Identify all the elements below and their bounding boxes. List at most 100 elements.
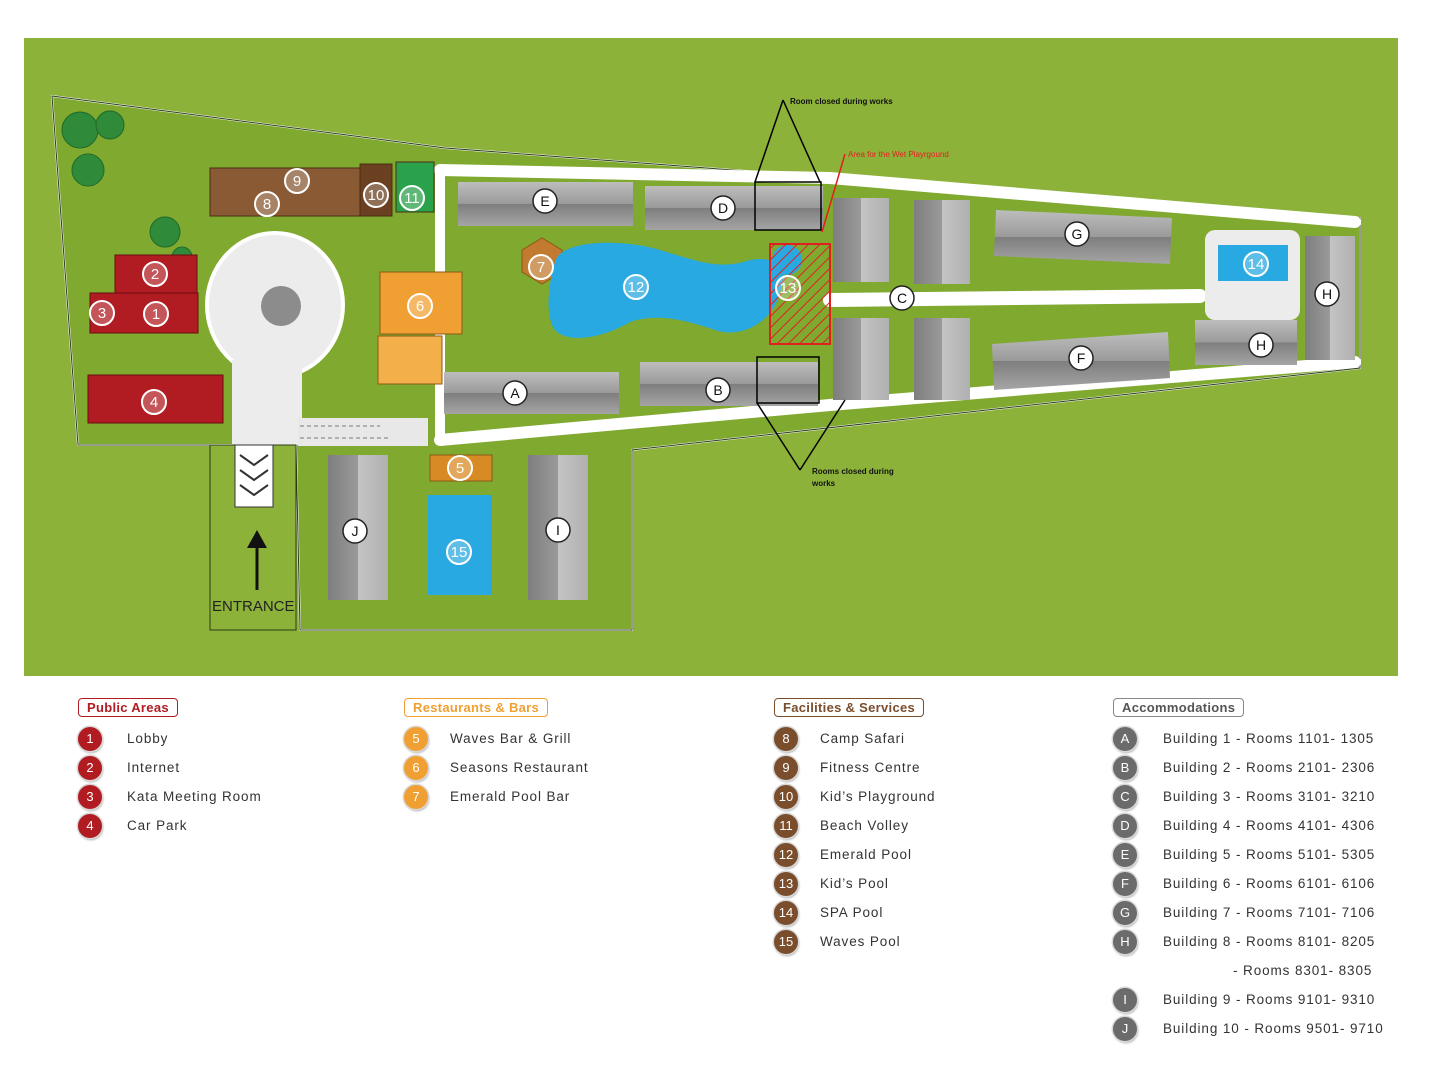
legend-badge: F bbox=[1113, 872, 1137, 896]
legend-label: Camp Safari bbox=[820, 731, 905, 746]
legend-label: Internet bbox=[127, 760, 180, 775]
building-marker-label: D bbox=[718, 200, 728, 216]
facility-marker bbox=[528, 254, 554, 280]
facility-marker-label: 11 bbox=[404, 190, 420, 207]
emerald-pool bbox=[548, 242, 784, 338]
closed-rooms bbox=[754, 99, 846, 471]
facility-marker bbox=[143, 301, 169, 327]
fountain bbox=[261, 286, 301, 326]
legend-badge: 12 bbox=[774, 843, 798, 867]
building-marker-label: C bbox=[897, 290, 907, 306]
facility-marker bbox=[254, 191, 280, 217]
building-marker bbox=[342, 518, 368, 544]
building-marker bbox=[889, 285, 915, 311]
building-marker bbox=[1068, 345, 1094, 371]
building-marker-label: I bbox=[556, 522, 560, 538]
facility-marker-label: 14 bbox=[1248, 256, 1265, 273]
facility-marker-label: 9 bbox=[293, 173, 301, 190]
facility-marker bbox=[142, 261, 168, 287]
legend-label: Beach Volley bbox=[820, 818, 909, 833]
building-marker-label: G bbox=[1072, 226, 1083, 242]
legend-label: Building 10 - Rooms 9501- 9710 bbox=[1163, 1021, 1384, 1036]
building-marker bbox=[710, 195, 736, 221]
building-marker bbox=[502, 380, 528, 406]
wet-playground-area bbox=[769, 243, 831, 345]
building-marker bbox=[1314, 281, 1340, 307]
annotation-wet-playground: Area for the Wet Playrgound bbox=[848, 150, 949, 159]
legend-label: Building 8 - Rooms 8101- 8205 bbox=[1163, 934, 1376, 949]
legend-label: Building 6 - Rooms 6101- 6106 bbox=[1163, 876, 1376, 891]
facility-marker-label: 5 bbox=[456, 460, 464, 477]
legend-badge: E bbox=[1113, 843, 1137, 867]
building-marker bbox=[1248, 332, 1274, 358]
legend-badge: 6 bbox=[404, 756, 428, 780]
entrance-label: ENTRANCE bbox=[212, 598, 295, 615]
facility-marker bbox=[446, 539, 472, 565]
legend-badge: G bbox=[1113, 901, 1137, 925]
facility-marker-label: 12 bbox=[628, 279, 645, 296]
legend-title-restaurants: Restaurants & Bars bbox=[404, 698, 549, 717]
legend-badge: 15 bbox=[774, 930, 798, 954]
legend-item: 8 Camp Safari bbox=[774, 727, 924, 756]
legend-label: Waves Pool bbox=[820, 934, 901, 949]
legend-badge: 8 bbox=[774, 727, 798, 751]
legend-badge: 11 bbox=[774, 814, 798, 838]
facility-marker bbox=[623, 274, 649, 300]
facility-marker-label: 15 bbox=[451, 544, 468, 561]
facility-marker bbox=[399, 185, 425, 211]
legend-item: G Building 7 - Rooms 7101- 7106 bbox=[1113, 901, 1374, 930]
waves-pool bbox=[428, 495, 492, 595]
facility-marker-label: 13 bbox=[780, 280, 797, 297]
legend-badge: D bbox=[1113, 814, 1137, 838]
legend-badge: A bbox=[1113, 727, 1137, 751]
legend-badge: I bbox=[1113, 988, 1137, 1012]
building-marker bbox=[545, 517, 571, 543]
building-marker-label: F bbox=[1077, 350, 1086, 366]
facility-marker-label: 2 bbox=[151, 266, 159, 283]
legend-badge: C bbox=[1113, 785, 1137, 809]
facility-marker-label: 4 bbox=[150, 394, 158, 411]
annotation-rooms-closed-2: works bbox=[811, 479, 836, 488]
legend-label: Emerald Pool Bar bbox=[450, 789, 571, 804]
legend-item: C Building 3 - Rooms 3101- 3210 bbox=[1113, 785, 1374, 814]
legend-badge: 13 bbox=[774, 872, 798, 896]
building-marker-label: J bbox=[352, 523, 359, 539]
facility-marker bbox=[284, 168, 310, 194]
legend-badge: 10 bbox=[774, 785, 798, 809]
legend-label: Building 1 - Rooms 1101- 1305 bbox=[1163, 731, 1375, 746]
facility-marker bbox=[89, 300, 115, 326]
facility-marker bbox=[141, 389, 167, 415]
legend-label: Waves Bar & Grill bbox=[450, 731, 572, 746]
facility-marker-label: 3 bbox=[98, 305, 106, 322]
building-marker bbox=[705, 377, 731, 403]
legend-badge: 4 bbox=[78, 814, 102, 838]
legend-label: Lobby bbox=[127, 731, 169, 746]
legend-item: 5 Waves Bar & Grill bbox=[404, 727, 570, 756]
legend-title-public: Public Areas bbox=[78, 698, 178, 717]
legend-badge: 5 bbox=[404, 727, 428, 751]
building-marker-label: H bbox=[1256, 337, 1266, 353]
legend-item: - Rooms 8301- 8305 bbox=[1113, 959, 1371, 988]
legend-item: 15 Waves Pool bbox=[774, 930, 924, 959]
legend-badge: 9 bbox=[774, 756, 798, 780]
facility-marker-label: 10 bbox=[368, 187, 385, 204]
legend-label: Building 7 - Rooms 7101- 7106 bbox=[1163, 905, 1376, 920]
legend-title-facilities: Facilities & Services bbox=[774, 698, 925, 717]
legend-item: F Building 6 - Rooms 6101- 6106 bbox=[1113, 872, 1374, 901]
legend-label: Building 3 - Rooms 3101- 3210 bbox=[1163, 789, 1376, 804]
